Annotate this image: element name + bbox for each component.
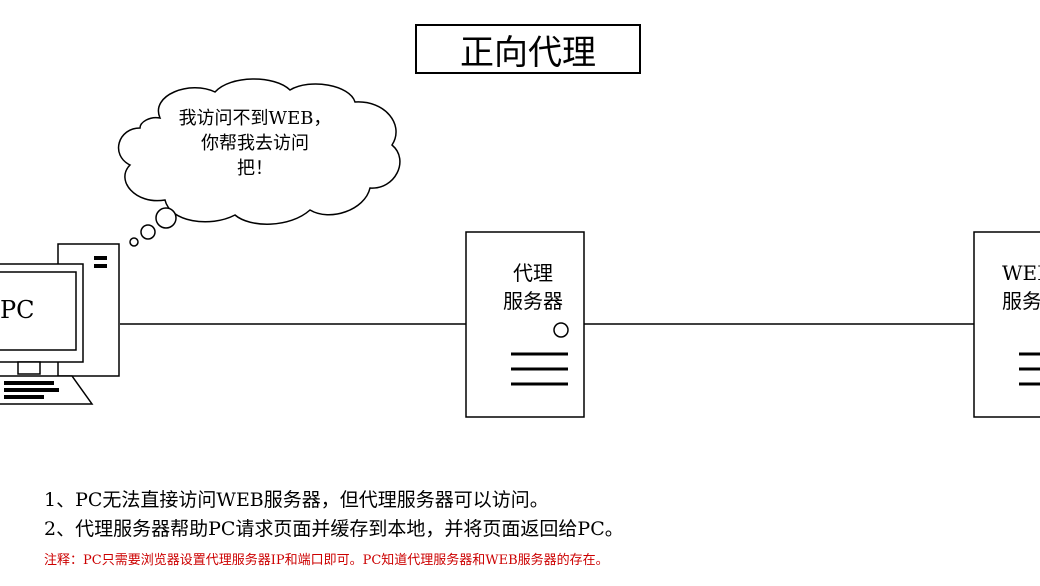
note-1: 1、PC无法直接访问WEB服务器，但代理服务器可以访问。	[44, 489, 549, 511]
proxy-server-icon	[465, 231, 585, 418]
footnote: 注释：PC只需要浏览器设置代理服务器IP和端口即可。PC知道代理服务器和WEB服…	[44, 553, 609, 568]
thought-line-2: 你帮我去访问	[201, 133, 309, 154]
note-2: 2、代理服务器帮助PC请求页面并缓存到本地，并将页面返回给PC。	[44, 518, 624, 540]
diagram-title: 正向代理	[415, 24, 641, 74]
web-label-line-2: 服务器	[1002, 289, 1040, 313]
proxy-label-line-1: 代理	[513, 261, 553, 285]
thought-line-3: 把！	[237, 158, 273, 179]
thought-cloud	[117, 78, 401, 247]
thought-bubble-text: 我访问不到WEB， 你帮我去访问 把！	[175, 106, 335, 181]
web-server-icon	[973, 231, 1040, 418]
thought-line-1: 我访问不到WEB，	[178, 108, 332, 129]
notes-list: 1、PC无法直接访问WEB服务器，但代理服务器可以访问。 2、代理服务器帮助PC…	[44, 486, 624, 544]
proxy-label-line-2: 服务器	[503, 289, 563, 313]
web-server-label: WEB 服务器	[1002, 259, 1040, 315]
proxy-server-label: 代理 服务器	[466, 259, 600, 315]
pc-label: PC	[0, 296, 35, 324]
pc-computer-icon	[0, 243, 120, 405]
web-label-line-1: WEB	[1002, 261, 1040, 285]
